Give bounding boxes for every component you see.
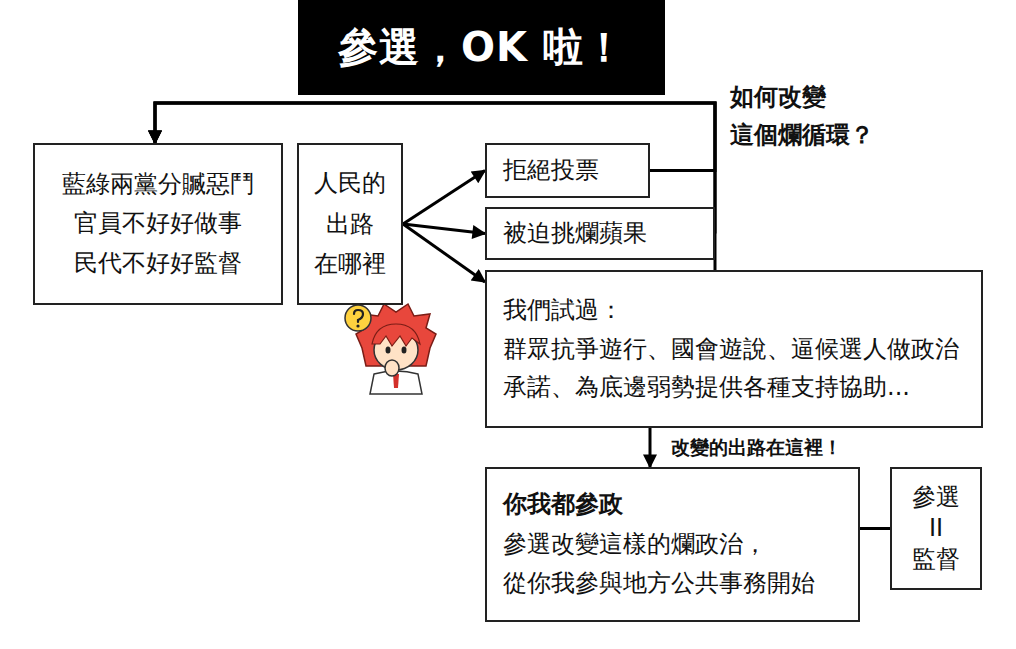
solution-box: 你我都參政參選改變這樣的爛政治， 從你我參與地方公共事務開始 (485, 467, 860, 622)
box-text: 人民的 出路 在哪裡 (309, 163, 391, 285)
tried-box: 我們試過：群眾抗爭遊行、國會遊說、逼候選人做政治承諾、為底邊弱勢提供各種支持協助… (485, 270, 983, 428)
box-text: 拒絕投票 (503, 154, 632, 188)
box-text: 藍綠兩黨分贓惡鬥 官員不好好做事 民代不好好監督 (49, 165, 267, 284)
problem-box: 藍綠兩黨分贓惡鬥 官員不好好做事 民代不好好監督 (33, 143, 283, 305)
title-text: 參選，OK 啦！ (338, 20, 625, 75)
box-text: 群眾抗爭遊行、國會遊說、逼候選人做政治承諾、為底邊弱勢提供各種支持協助... (503, 330, 965, 407)
box-heading: 你我都參政 (503, 485, 842, 525)
box-text: 參選 II 監督 (910, 482, 962, 576)
equation-box: 參選 II 監督 (890, 467, 982, 590)
arrow-label: 改變的出路在這裡！ (668, 435, 845, 461)
connector-arrow (403, 224, 485, 282)
connector-arrow (155, 103, 715, 171)
connector-arrow (403, 171, 485, 225)
connector-arrow (649, 428, 652, 467)
option-box: 被迫挑爛蘋果 (485, 207, 715, 260)
box-text: 被迫挑爛蘋果 (503, 217, 697, 251)
option-box: 拒絕投票 (485, 143, 650, 198)
loop-question: 如何改變 這個爛循環？ (730, 78, 940, 155)
box-text: 參選改變這樣的爛政治， 從你我參與地方公共事務開始 (503, 525, 842, 604)
title-banner: 參選，OK 啦！ (298, 0, 665, 95)
question-box: 人民的 出路 在哪裡 (297, 143, 403, 305)
box-heading: 我們試過： (503, 291, 965, 329)
connector-arrow (860, 527, 890, 530)
